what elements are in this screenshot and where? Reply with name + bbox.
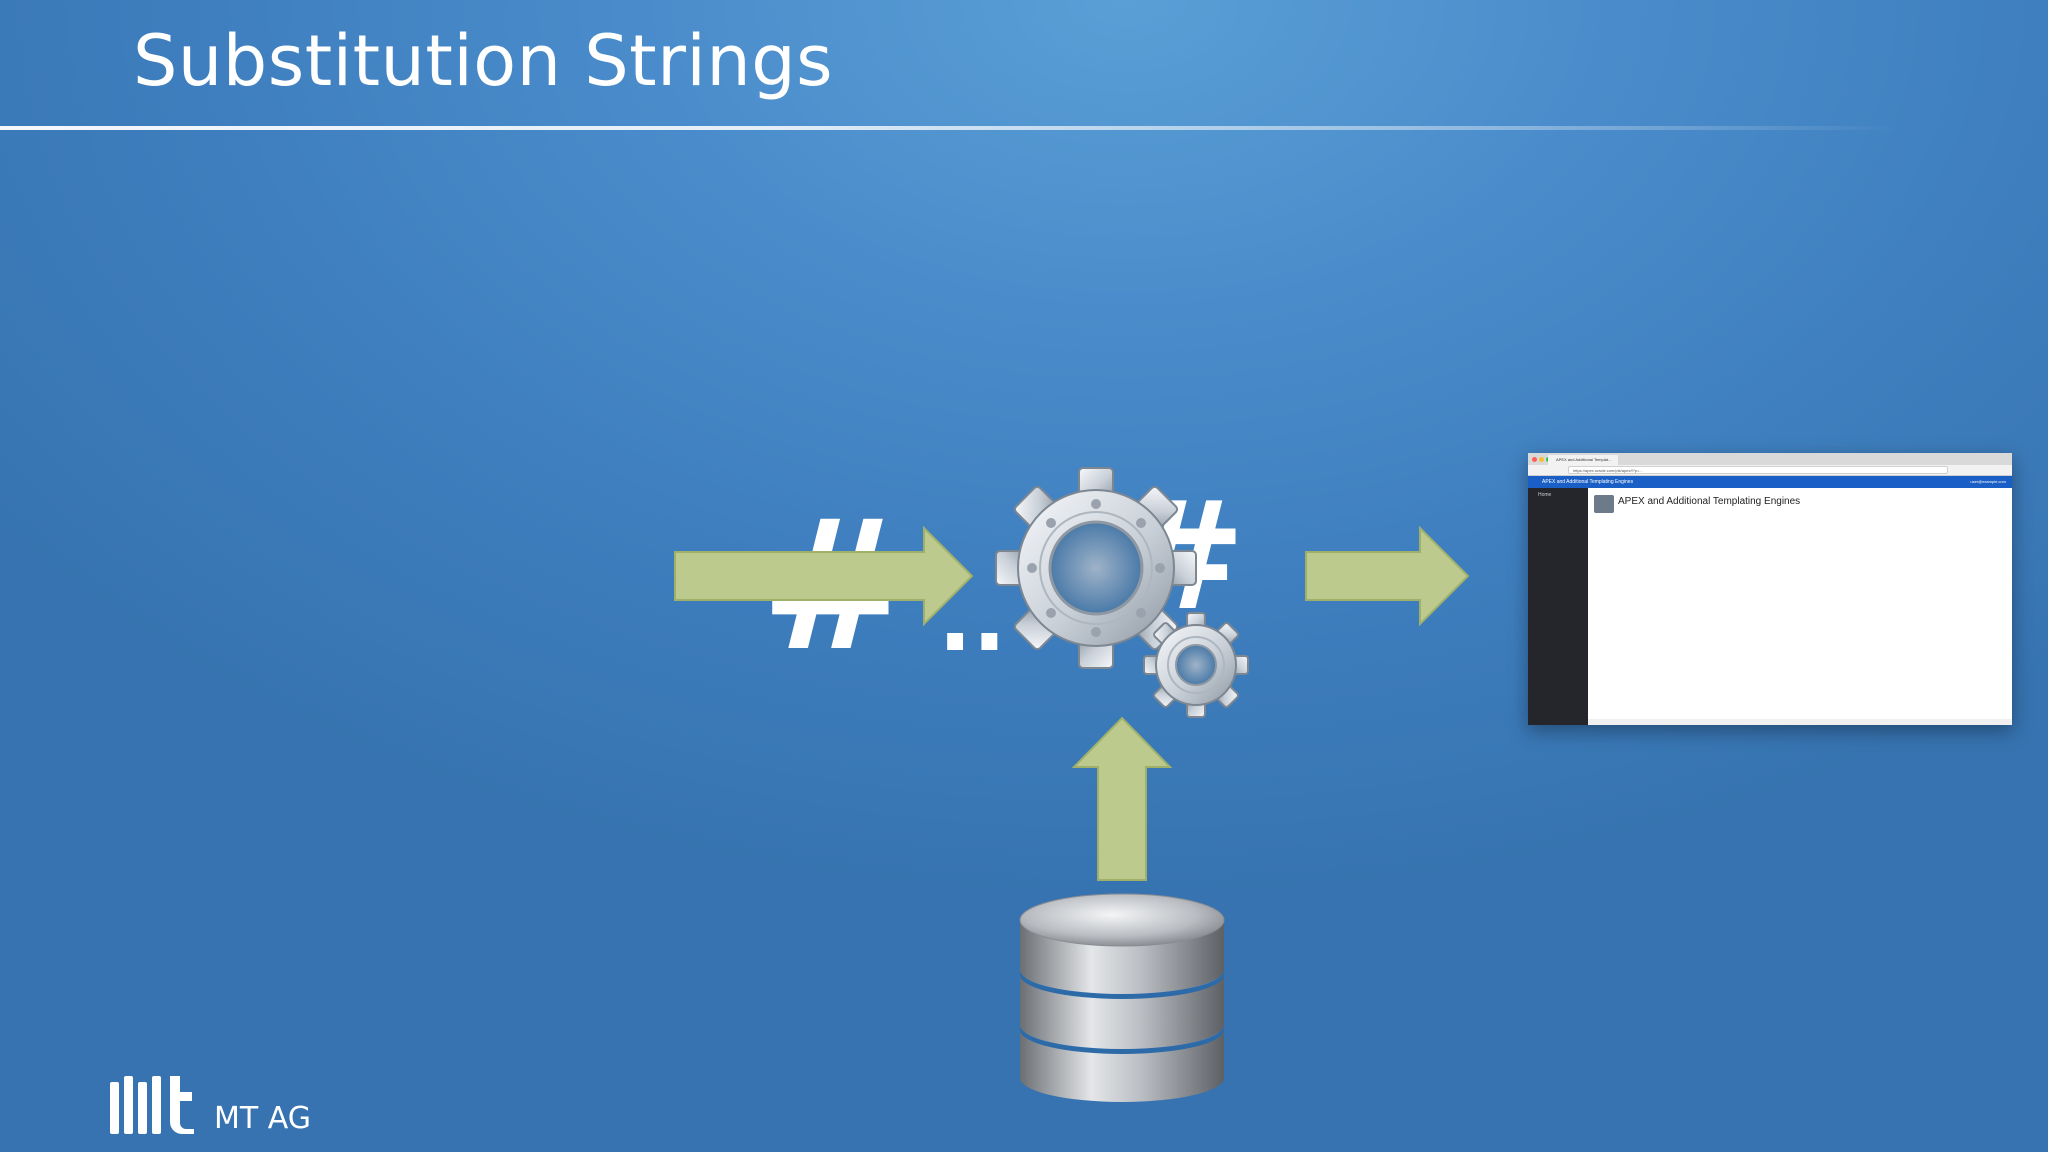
app-screenshot-thumbnail: APEX and Additional Templat... https://a… xyxy=(1528,453,2012,725)
title-underline xyxy=(0,126,1900,130)
database-icon xyxy=(1019,893,1225,1102)
sidebar-item-home: Home xyxy=(1538,492,1552,498)
app-header-user: user@example.com xyxy=(1970,479,2006,484)
close-dot-icon xyxy=(1532,457,1537,462)
app-header: APEX and Additional Templating Engines u… xyxy=(1528,476,2012,488)
browser-address-bar: https://apex.oracle.com/pls/apex/f?p=... xyxy=(1528,465,2012,476)
app-footer xyxy=(1588,719,2012,725)
app-page-title: APEX and Additional Templating Engines xyxy=(1618,496,1801,507)
small-gear-icon xyxy=(1143,612,1249,718)
input-arrow xyxy=(674,525,974,627)
page-icon xyxy=(1594,495,1614,513)
minimize-dot-icon xyxy=(1539,457,1544,462)
large-gear-icon xyxy=(995,467,1197,669)
app-header-title: APEX and Additional Templating Engines xyxy=(1542,479,1634,485)
output-arrow xyxy=(1305,525,1470,627)
slide-title: Substitution Strings xyxy=(133,20,834,102)
app-sidebar: Home xyxy=(1528,488,1588,725)
mt-logo-icon xyxy=(110,1076,194,1134)
company-name: MT AG xyxy=(214,1101,311,1136)
browser-tab-bar: APEX and Additional Templat... xyxy=(1528,453,2012,465)
browser-tab: APEX and Additional Templat... xyxy=(1548,455,1618,465)
database-to-engine-arrow xyxy=(1071,716,1173,881)
ellipsis-symbol: .. xyxy=(938,567,1006,672)
browser-url: https://apex.oracle.com/pls/apex/f?p=... xyxy=(1568,466,1948,474)
